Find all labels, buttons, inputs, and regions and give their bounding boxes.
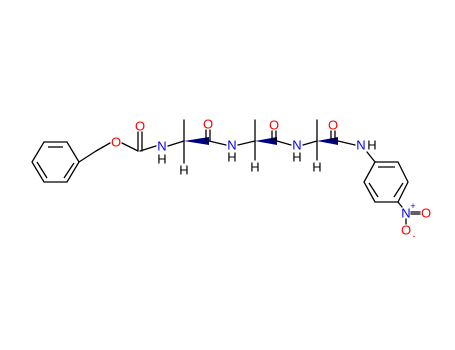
nitro-minus-charge: - — [413, 231, 416, 241]
atom-h-stereo-1: H — [179, 163, 188, 178]
atom-n-3: N — [292, 138, 301, 153]
atom-o-nitro-top: O — [421, 206, 431, 221]
ring-double-bond — [63, 162, 75, 179]
atom-n-anilide: N — [356, 138, 365, 153]
atom-h-stereo-2: H — [250, 160, 259, 175]
ring-double-bond — [36, 161, 48, 179]
nitrophenyl-ring-outline — [363, 161, 409, 203]
bond-o-c — [121, 142, 139, 152]
benzene-ring-outline — [31, 141, 80, 183]
bond-n-ring — [366, 151, 376, 163]
stereo-wedge-2 — [255, 137, 277, 145]
atom-h-n1: H — [157, 152, 166, 167]
bond-ring-nitro — [397, 201, 403, 208]
bond-ch2-o — [95, 142, 111, 152]
bond-c-nanilide — [337, 140, 356, 146]
atom-o-ester: O — [111, 135, 121, 150]
atom-o-carbonyl-4: O — [328, 118, 338, 133]
benzyl-ring — [31, 141, 80, 183]
bond-ring-ch2 — [78, 150, 97, 163]
atom-h-n2: H — [227, 150, 236, 165]
atom-h-anilide: H — [367, 138, 376, 153]
atom-n-nitro: N — [401, 206, 410, 221]
stereo-wedge-3 — [317, 137, 338, 145]
stereo-wedge-1 — [184, 137, 209, 145]
atom-o-nitro-bottom: O — [401, 223, 411, 238]
bond-n2-ca2 — [237, 140, 256, 146]
atom-n-1: N — [157, 139, 166, 154]
atom-h-stereo-3: H — [312, 160, 321, 175]
bond-c-n3 — [276, 140, 292, 146]
bond-n1-ca1 — [167, 140, 185, 147]
bond-c-n1 — [139, 145, 157, 152]
nitro-plus-charge: + — [410, 201, 415, 211]
atom-o-carbonyl-3: O — [269, 118, 279, 133]
atom-n-2: N — [227, 138, 236, 153]
ring-double-bond — [368, 182, 379, 198]
atom-o-carbonyl-1: O — [135, 119, 145, 134]
nitrophenyl-ring — [363, 161, 409, 203]
bond-c-n2 — [208, 140, 227, 146]
ring-double-bond — [393, 182, 404, 198]
atom-h-n3: H — [292, 150, 301, 165]
bond-n3-ca3 — [302, 140, 318, 146]
atom-o-carbonyl-2: O — [203, 117, 213, 132]
